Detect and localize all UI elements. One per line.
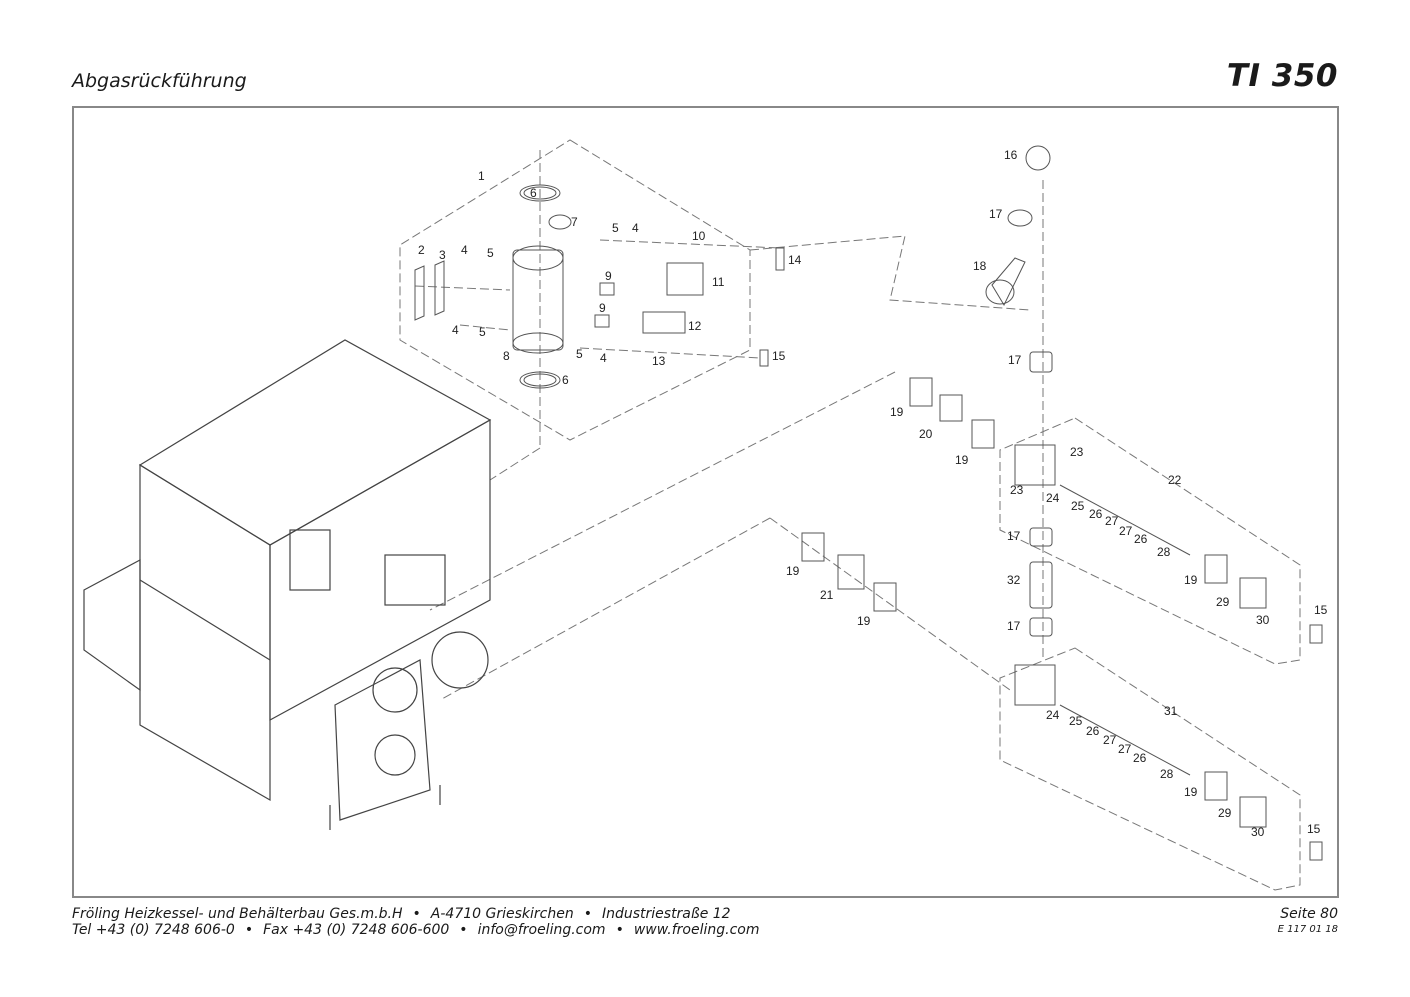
label-part-32: 32 [1007,573,1021,587]
label-part-19c: 19 [1184,573,1198,587]
label-part-27c: 27 [1103,733,1117,747]
label-part-16: 16 [1004,148,1018,162]
label-part-26b: 26 [1134,532,1148,546]
model-title: TI 350 [1226,58,1338,94]
footer-line-2: Tel +43 (0) 7248 606-0 • Fax +43 (0) 7248 … [72,922,760,938]
label-part-1: 1 [478,169,485,183]
label-part-28a: 28 [1157,545,1171,559]
label-part-17c: 17 [1007,529,1021,543]
label-part-23a: 23 [1070,445,1084,459]
group-outline-22 [999,417,1301,665]
fax-number: Fax +43 (0) 7248 606-600 [263,922,450,938]
website-link[interactable]: www.froeling.com [633,922,760,938]
label-part-12: 12 [688,319,702,333]
bullet-separator: • [615,922,624,938]
label-part-5c: 5 [479,325,486,339]
label-part-15c: 15 [1307,822,1321,836]
boiler-unit [83,339,492,830]
label-part-31: 31 [1164,704,1178,718]
label-part-19a: 19 [890,405,904,419]
label-part-29a: 29 [1216,595,1230,609]
label-part-25a: 25 [1071,499,1085,513]
label-part-11: 11 [712,275,725,289]
label-part-4a: 4 [632,221,639,235]
label-part-4b: 4 [461,243,468,257]
label-part-19b: 19 [955,453,969,467]
group-outline-1 [399,139,751,441]
label-part-15b: 15 [1314,603,1328,617]
phone-number: Tel +43 (0) 7248 606-0 [72,922,235,938]
label-part-6a: 6 [530,186,537,200]
label-part-17b: 17 [1008,353,1022,367]
label-part-13: 13 [652,354,666,368]
label-part-22: 22 [1168,473,1182,487]
label-part-4c: 4 [452,323,459,337]
label-part-2: 2 [418,243,425,257]
label-part-23b: 23 [1010,483,1024,497]
label-part-27d: 27 [1118,742,1132,756]
label-part-26c: 26 [1086,724,1100,738]
label-part-27a: 27 [1105,514,1119,528]
label-part-10: 10 [692,229,706,243]
label-part-9b: 9 [599,301,606,315]
company-name: Fröling Heizkessel- und Behälterbau Ges.… [72,906,403,922]
bullet-separator: • [459,922,468,938]
label-part-29b: 29 [1218,806,1232,820]
label-part-3: 3 [439,248,446,262]
label-part-24b: 24 [1046,708,1060,722]
label-part-17a: 17 [989,207,1003,221]
bullet-separator: • [583,906,592,922]
label-part-26d: 26 [1133,751,1147,765]
label-part-9a: 9 [605,269,612,283]
label-part-7: 7 [571,215,578,229]
label-part-26a: 26 [1089,507,1103,521]
label-part-20: 20 [919,427,933,441]
drawing-frame [72,106,1339,898]
label-part-25b: 25 [1069,714,1083,728]
label-part-27b: 27 [1119,524,1133,538]
label-part-14: 14 [788,253,802,267]
bullet-separator: • [412,906,421,922]
label-part-19f: 19 [1184,785,1198,799]
label-part-15a: 15 [772,349,786,363]
label-part-17d: 17 [1007,619,1021,633]
label-part-18: 18 [973,259,987,273]
email-link[interactable]: info@froeling.com [477,922,606,938]
label-part-5b: 5 [487,246,494,260]
group-outline-31 [999,647,1301,891]
label-part-21: 21 [820,588,834,602]
document-code: E 117 01 18 [1277,924,1338,935]
label-part-5a: 5 [612,221,619,235]
company-street: Industriestraße 12 [601,906,731,922]
page-number: Seite 80 [1280,906,1338,922]
label-part-30a: 30 [1256,613,1270,627]
label-part-5d: 5 [576,347,583,361]
label-part-24a: 24 [1046,491,1060,505]
label-part-28b: 28 [1160,767,1174,781]
company-city: A-4710 Grieskirchen [430,906,574,922]
label-part-8: 8 [503,349,510,363]
label-part-4d: 4 [600,351,607,365]
label-part-19e: 19 [857,614,871,628]
label-part-6b: 6 [562,373,569,387]
label-part-30b: 30 [1251,825,1265,839]
section-title: Abgasrückführung [72,70,247,92]
bullet-separator: • [244,922,254,938]
footer-line-1: Fröling Heizkessel- und Behälterbau Ges.… [72,906,731,922]
label-part-19d: 19 [786,564,800,578]
